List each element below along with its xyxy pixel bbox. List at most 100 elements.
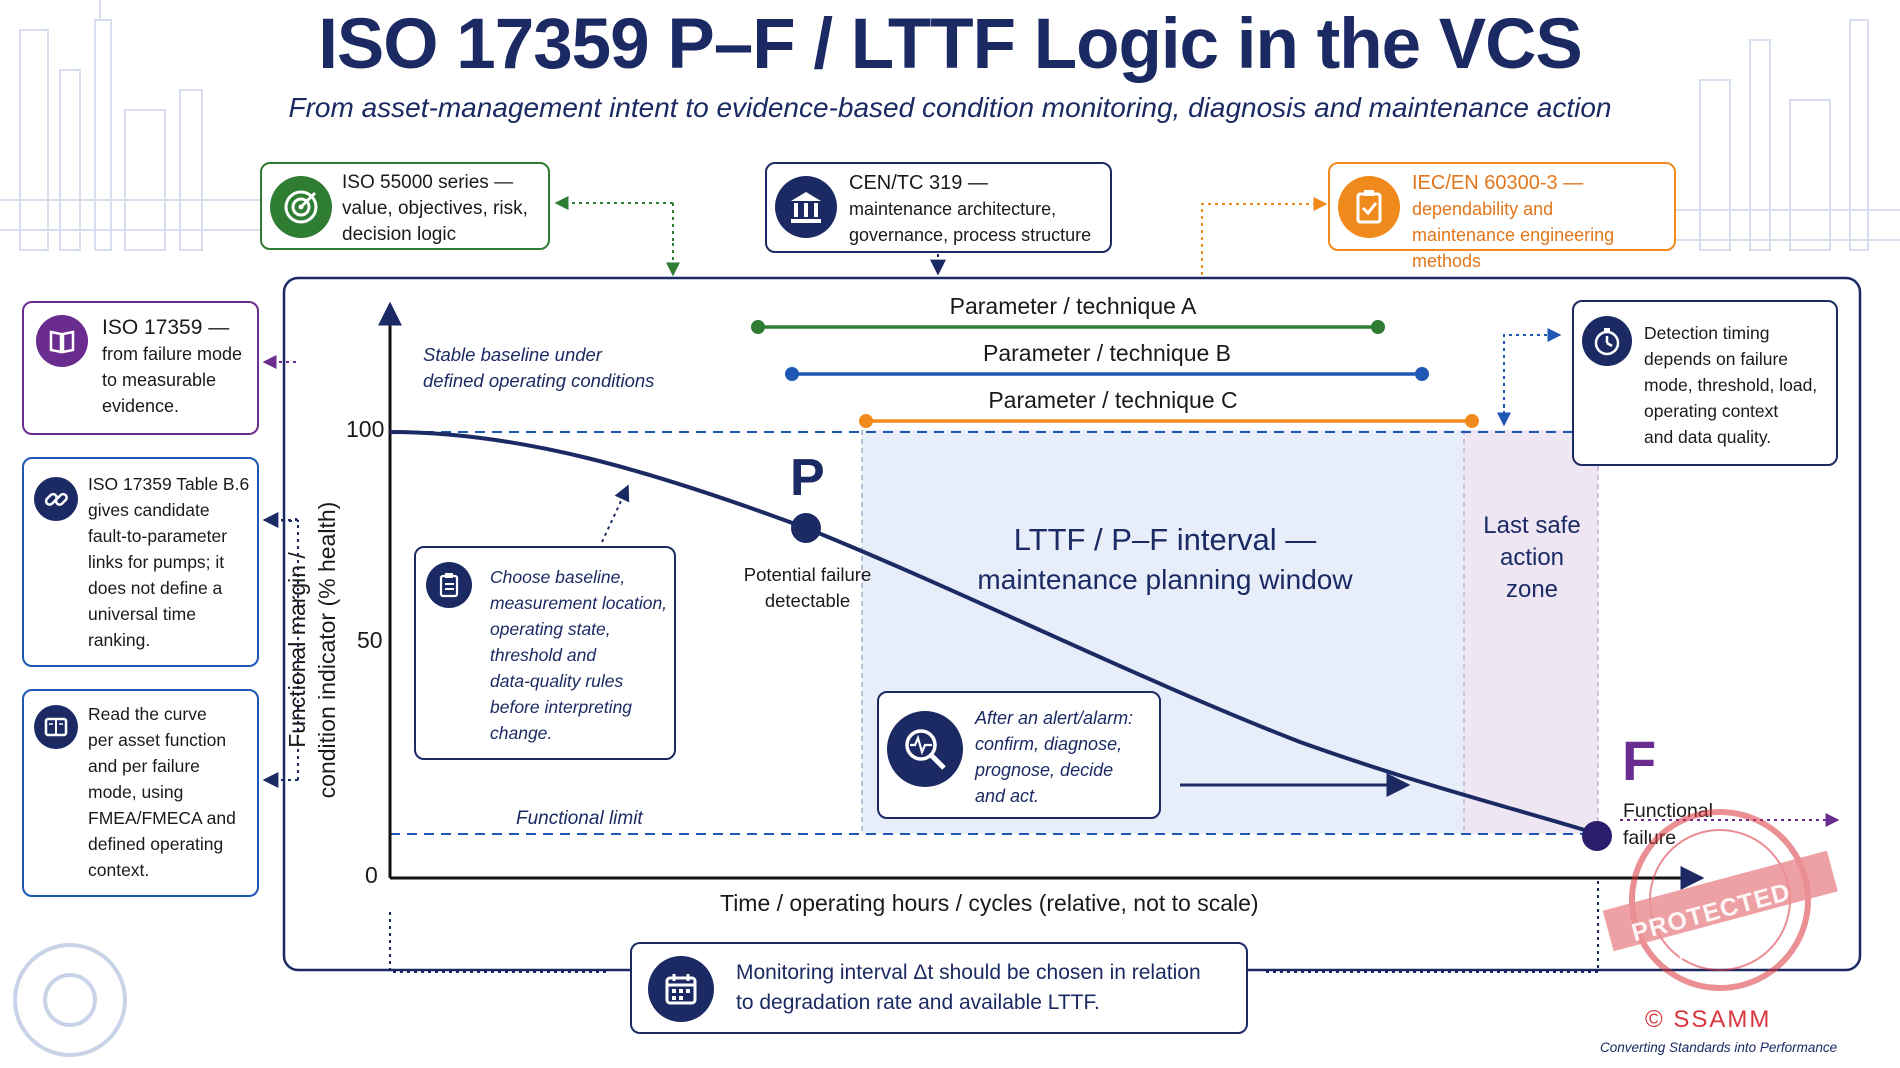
y-tick-50: 50: [357, 627, 383, 653]
skyline-left-decoration: [0, 0, 300, 251]
iec-line1: IEC/EN 60300-3 —: [1412, 172, 1584, 194]
last-safe-line2: action: [1499, 544, 1565, 571]
param-a-label: Parameter / technique A: [949, 293, 1197, 319]
after-alert-box: After an alert/alarm: confirm, diagnose,…: [877, 691, 1161, 819]
cen-line1: CEN/TC 319 —: [849, 172, 988, 194]
iso55000-line2: value, objectives, risk,: [342, 198, 528, 219]
clipboard-check-icon: [1338, 176, 1400, 238]
p-label-line2: detectable: [764, 590, 851, 611]
institution-icon: [775, 176, 837, 238]
choose-baseline-box: Choose baseline, measurement location, o…: [414, 546, 676, 760]
lttf-label-line2: maintenance planning window: [977, 564, 1353, 595]
y-axis-label-line1: Functional margin /: [284, 552, 310, 748]
tableb6-line7: ranking.: [88, 630, 151, 650]
monitoring-line2: to degradation rate and available LTTF.: [736, 991, 1100, 1014]
iso17359-line3: to measurable: [102, 370, 217, 390]
iso17359-box: ISO 17359 — from failure mode to measura…: [22, 301, 259, 435]
last-safe-zone: [1464, 430, 1598, 834]
diagnosis-magnifier-icon: [887, 711, 963, 787]
functional-limit-label: Functional limit: [516, 808, 643, 829]
target-icon: [270, 176, 332, 238]
iec-line3: maintenance engineering methods: [1412, 225, 1615, 271]
p-letter: P: [790, 449, 825, 507]
choose-line7: change.: [490, 723, 553, 743]
last-safe-label: Last safe action zone: [1466, 510, 1598, 606]
open-book-icon: [34, 705, 78, 749]
lttf-label: LTTF / P–F interval — maintenance planni…: [930, 520, 1400, 600]
detection-line2: depends on failure: [1644, 349, 1788, 369]
iso55000-box: ISO 55000 series — value, objectives, ri…: [260, 162, 550, 250]
gear-decoration: [13, 943, 127, 1057]
checklist-icon: [426, 562, 472, 608]
baseline-note-line2: defined operating conditions: [423, 370, 655, 391]
degradation-curve: [389, 430, 1599, 836]
after-alert-line1: After an alert/alarm:: [975, 708, 1134, 728]
calendar-icon: [648, 956, 714, 1022]
detection-line3: mode, threshold, load,: [1644, 375, 1818, 395]
param-b-label: Parameter / technique B: [982, 340, 1232, 366]
iso55000-line3: decision logic: [342, 224, 457, 245]
after-alert-line2: confirm, diagnose,: [975, 734, 1123, 754]
readcurve-line4: mode, using: [88, 782, 184, 802]
y-axis-label-line2: condition indicator (% health): [314, 501, 340, 799]
x-axis-label: Time / operating hours / cycles (relativ…: [720, 890, 1259, 916]
readcurve-line7: context.: [88, 860, 150, 880]
param-c-label: Parameter / technique C: [988, 387, 1238, 413]
brand-tagline: Converting Standards into Performance: [1600, 1040, 1838, 1055]
readcurve-line5: FMEA/FMECA and: [88, 808, 236, 828]
cen-box: CEN/TC 319 — maintenance architecture, g…: [765, 162, 1112, 253]
tableb6-box: ISO 17359 Table B.6 gives candidate faul…: [22, 457, 259, 667]
choose-line2: measurement location,: [490, 593, 668, 613]
after-alert-line4: and act.: [975, 786, 1040, 806]
link-icon: [34, 477, 78, 521]
tableb6-line1: ISO 17359 Table B.6: [88, 474, 250, 494]
detection-line5: and data quality.: [1644, 427, 1772, 447]
p-label: Potential failure detectable: [730, 562, 885, 614]
page-subtitle: From asset-management intent to evidence…: [288, 92, 1612, 123]
y-axis-label: Functional margin / condition indicator …: [282, 450, 342, 850]
cen-line3: governance, process structure: [849, 225, 1092, 245]
f-point-marker: [1582, 821, 1612, 851]
p-point-marker: [791, 513, 821, 543]
readcurve-line6: defined operating: [88, 834, 224, 854]
readcurve-box: Read the curve per asset function and pe…: [22, 689, 259, 897]
page-title: ISO 17359 P–F / LTTF Logic in the VCS: [318, 5, 1583, 84]
detection-timing-box: Detection timing depends on failure mode…: [1572, 300, 1838, 466]
readcurve-line3: and per failure: [88, 756, 200, 776]
p-label-line1: Potential failure: [743, 564, 872, 585]
tableb6-line4: links for pumps; it: [88, 552, 225, 572]
after-alert-line3: prognose, decide: [975, 760, 1114, 780]
detection-line1: Detection timing: [1644, 323, 1770, 343]
choose-line6: before interpreting: [490, 697, 633, 717]
iso55000-line1: ISO 55000 series —: [342, 172, 514, 193]
monitoring-interval-box: Monitoring interval Δt should be chosen …: [630, 942, 1248, 1034]
detection-line4: operating context: [1644, 401, 1779, 421]
tableb6-line3: fault-to-parameter: [88, 526, 228, 546]
last-safe-line3: zone: [1505, 576, 1559, 603]
iso17359-line2: from failure mode: [102, 344, 243, 364]
choose-line4: threshold and: [490, 645, 597, 665]
lttf-label-line1: LTTF / P–F interval —: [1013, 522, 1317, 557]
baseline-note-line1: Stable baseline under: [423, 344, 602, 365]
y-tick-100: 100: [346, 416, 385, 442]
tableb6-line5: does not define a: [88, 578, 223, 598]
choose-line1: Choose baseline,: [490, 567, 626, 587]
last-safe-line1: Last safe: [1483, 512, 1581, 539]
cen-line2: maintenance architecture,: [849, 199, 1057, 219]
stopwatch-icon: [1582, 316, 1632, 366]
ssamm-logo: © SSAMM: [1645, 1006, 1772, 1033]
y-tick-0: 0: [365, 862, 378, 888]
choose-line5: data-quality rules: [490, 671, 624, 691]
tableb6-line6: universal time: [88, 604, 196, 624]
iec-line2: dependability and: [1412, 199, 1554, 219]
f-letter: F: [1622, 729, 1657, 792]
readcurve-line2: per asset function: [88, 730, 227, 750]
iso17359-line1: ISO 17359 —: [102, 316, 230, 339]
protected-image-stamp: [1602, 809, 1838, 991]
iso17359-line4: evidence.: [102, 396, 180, 416]
baseline-note: Stable baseline under defined operating …: [423, 342, 654, 394]
iec-box: IEC/EN 60300-3 — dependability and maint…: [1328, 162, 1676, 271]
monitoring-line1: Monitoring interval Δt should be chosen …: [736, 961, 1201, 984]
book-icon: [36, 315, 88, 367]
